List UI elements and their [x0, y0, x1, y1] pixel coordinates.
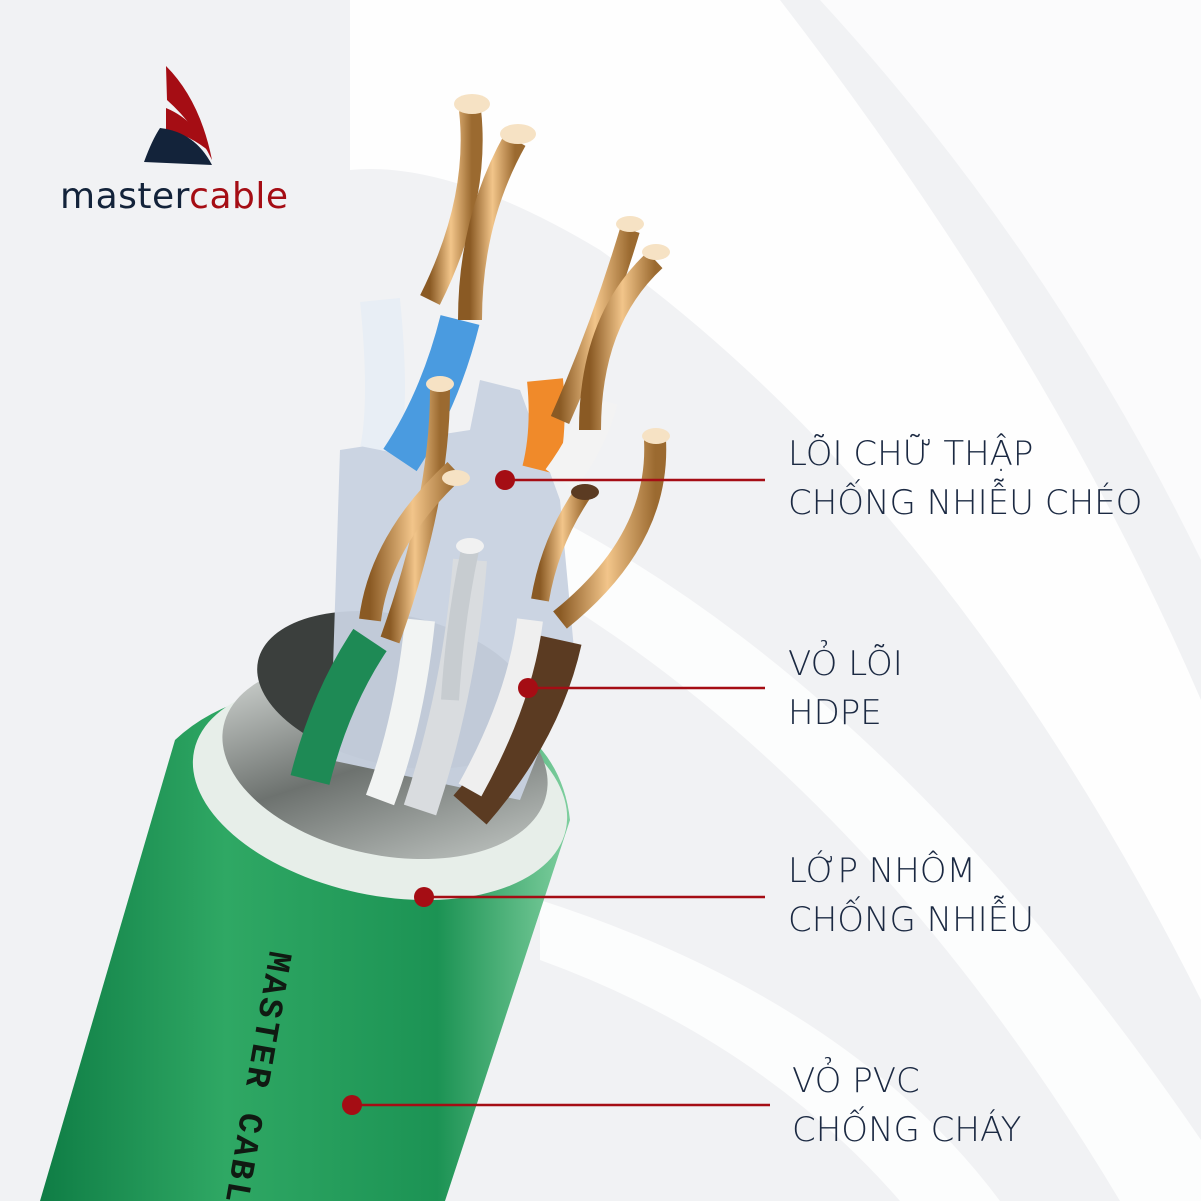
callout-line2: CHỐNG NHIỄU: [788, 900, 1035, 940]
brand-logo-text: mastercable: [60, 176, 289, 217]
brand-part2: cable: [189, 176, 289, 217]
callout-cross-filler: LÕI CHỮ THẬP CHỐNG NHIỄU CHÉO: [788, 430, 1142, 528]
callout-line2: CHỐNG NHIỄU CHÉO: [788, 483, 1143, 523]
twisted-pairs: [290, 94, 670, 825]
callout-line1: VỎ LÕI: [788, 644, 903, 684]
callout-dot-hdpe: [518, 678, 538, 698]
callout-line2: HDPE: [788, 693, 882, 733]
callout-markers: [342, 470, 770, 1115]
callout-dot-aluminium: [414, 887, 434, 907]
callout-hdpe: VỎ LÕI HDPE: [788, 640, 903, 738]
callout-pvc: VỎ PVC CHỐNG CHÁY: [792, 1057, 1021, 1155]
callout-aluminium: LỚP NHÔM CHỐNG NHIỄU: [788, 847, 1034, 945]
mastercable-logo-icon: [144, 66, 212, 165]
callout-line1: LỚP NHÔM: [788, 851, 976, 891]
callout-line1: VỎ PVC: [792, 1061, 920, 1101]
callout-line1: LÕI CHỮ THẬP: [788, 434, 1034, 474]
callout-dot-pvc: [342, 1095, 362, 1115]
callout-line2: CHỐNG CHÁY: [792, 1110, 1022, 1150]
callout-dot-cross-filler: [495, 470, 515, 490]
brand-part1: master: [60, 176, 190, 217]
background-swooshes: [350, 0, 1201, 1201]
